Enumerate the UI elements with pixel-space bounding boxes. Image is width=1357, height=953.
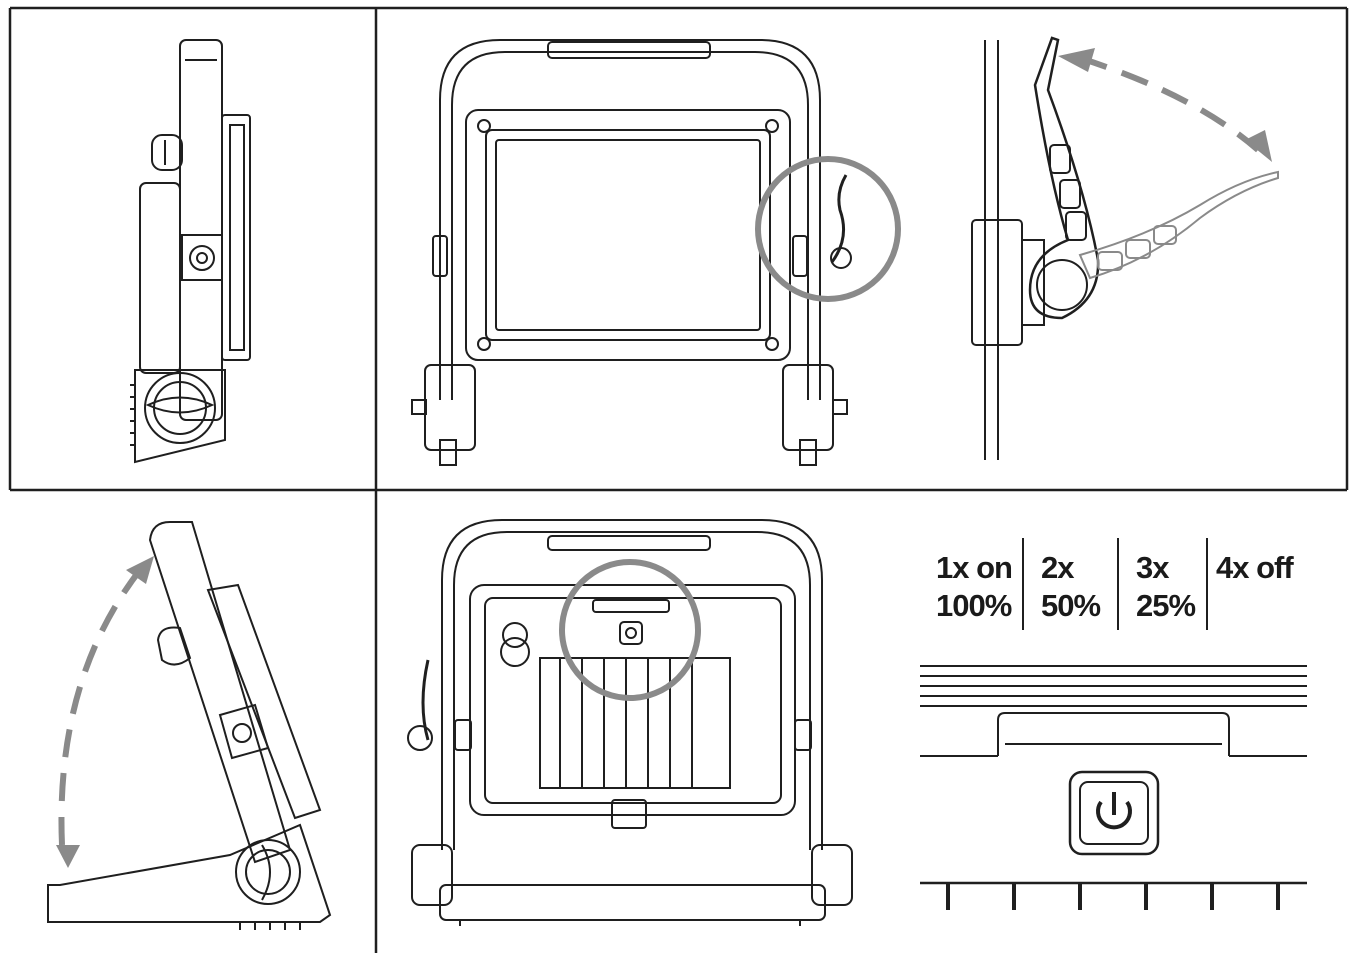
power-button-detail: [920, 665, 1307, 885]
rotate-arrow: [1058, 48, 1272, 162]
highlight-circle: [755, 156, 901, 302]
mode-4-press: 4x off: [1216, 550, 1294, 585]
bottom-ticks: [946, 883, 1280, 910]
mode-dividers: [1022, 538, 1208, 630]
panel-front-view: [411, 39, 852, 466]
panel-side-view-tilted: [47, 521, 332, 930]
mode-legend: 1x on 100% 2x 50% 3x 25% 4x off: [936, 538, 1295, 630]
mode-3-level: 25%: [1136, 588, 1195, 623]
tilt-arrow: [56, 556, 154, 868]
side-ribs: [130, 384, 136, 446]
mode-2-level: 50%: [1041, 588, 1100, 623]
panel-rear-view: [407, 519, 853, 926]
mode-1-press: 1x on: [936, 550, 1012, 585]
panel-grid: [8, 6, 1349, 953]
power-icon: [1096, 792, 1132, 830]
highlight-circle: [559, 559, 701, 701]
panel-lever-detail: [971, 36, 1100, 460]
panel-side-view-upright: [130, 39, 251, 464]
mode-3-press: 3x: [1136, 550, 1170, 585]
lever-open-position: [1078, 170, 1279, 280]
mode-2-press: 2x: [1041, 550, 1075, 585]
mode-1-level: 100%: [936, 588, 1012, 623]
base-ribs: [239, 922, 301, 930]
